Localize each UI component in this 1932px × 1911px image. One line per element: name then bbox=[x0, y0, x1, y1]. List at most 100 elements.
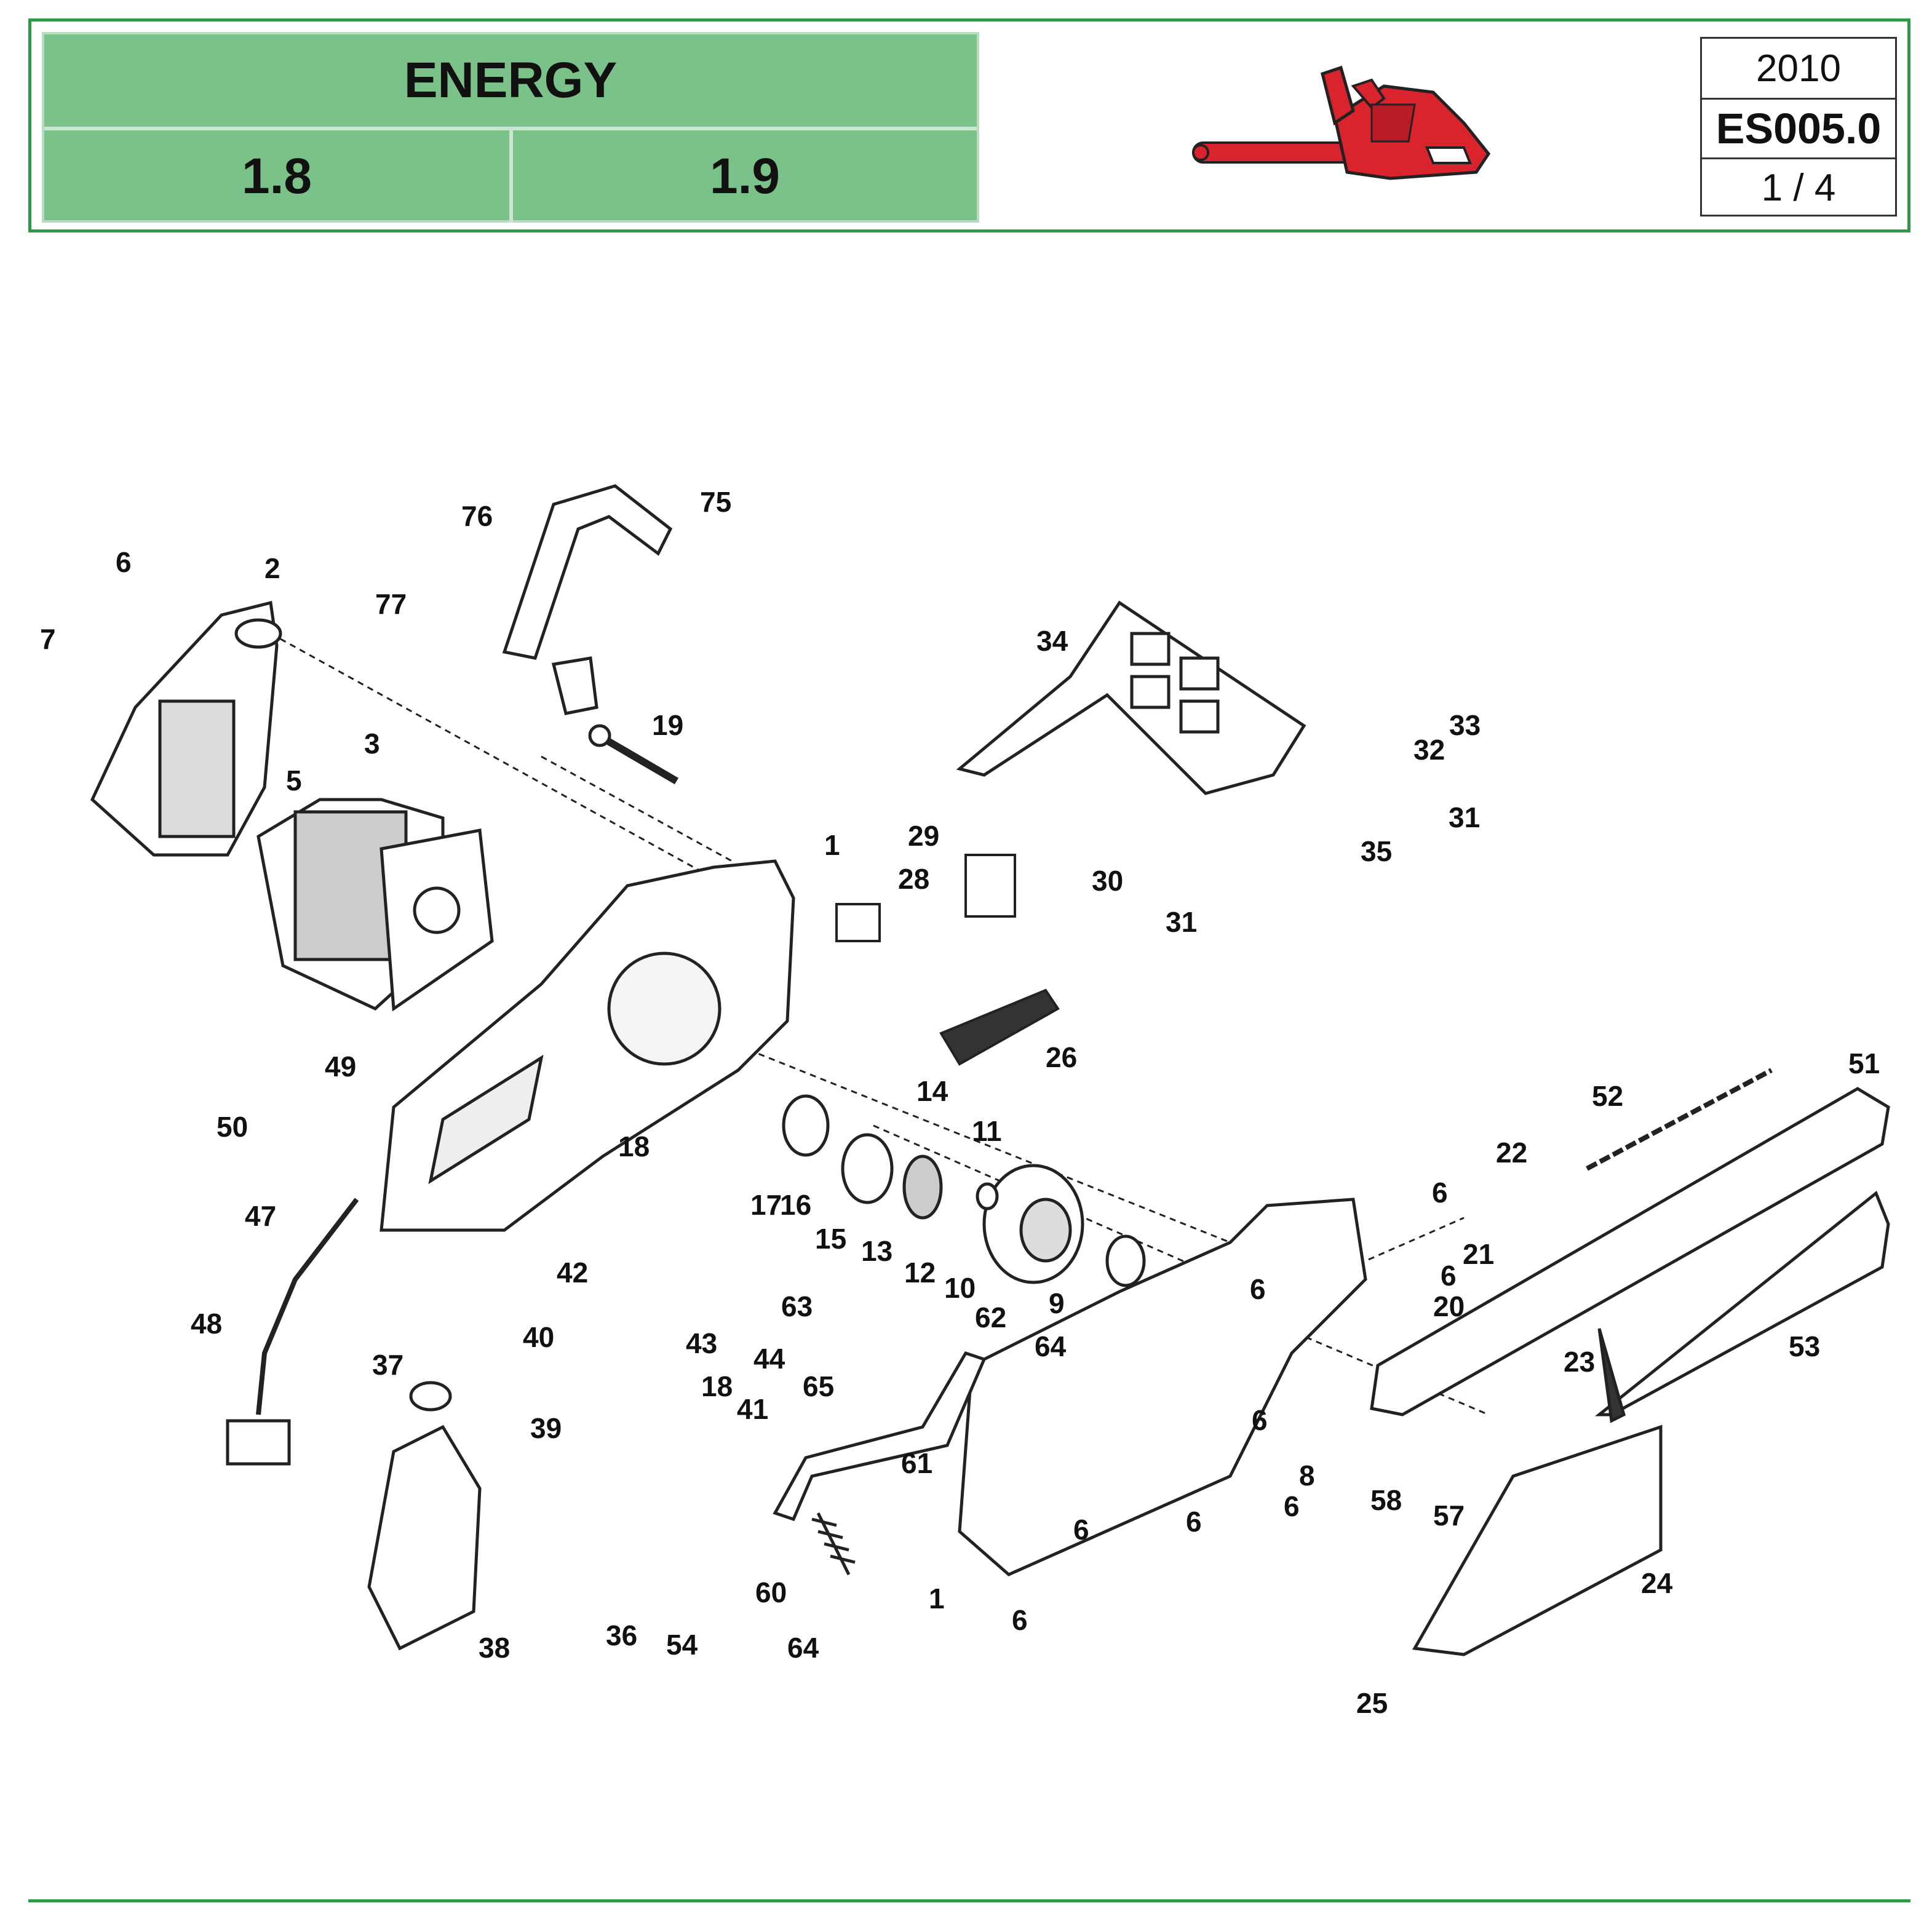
callout: 26 bbox=[1046, 1041, 1077, 1073]
callout: 17 bbox=[750, 1189, 782, 1221]
lock-lever bbox=[773, 1351, 987, 1522]
page-number: 1 / 4 bbox=[1761, 166, 1836, 209]
callout: 5 bbox=[286, 765, 302, 797]
callout: 64 bbox=[787, 1632, 819, 1664]
callout: 6 bbox=[1252, 1404, 1268, 1436]
callout: 15 bbox=[815, 1223, 846, 1255]
callout: 64 bbox=[1035, 1330, 1067, 1362]
callout: 44 bbox=[753, 1343, 785, 1375]
callout: 1 bbox=[929, 1583, 945, 1615]
model-variant-1: 1.8 bbox=[242, 148, 312, 204]
callout: 36 bbox=[606, 1619, 637, 1651]
callout: 2 bbox=[264, 552, 280, 584]
callout: 28 bbox=[898, 863, 929, 895]
callout: 35 bbox=[1361, 835, 1392, 867]
callout: 24 bbox=[1641, 1567, 1673, 1599]
callout: 6 bbox=[1250, 1273, 1266, 1305]
bar-cover bbox=[1594, 1190, 1890, 1423]
callout: 51 bbox=[1848, 1047, 1880, 1079]
callout: 32 bbox=[1413, 734, 1445, 766]
callout: 63 bbox=[781, 1290, 813, 1322]
model-variant-2: 1.9 bbox=[710, 148, 780, 204]
callout: 33 bbox=[1449, 709, 1481, 741]
callout: 58 bbox=[1370, 1484, 1402, 1516]
bolt bbox=[588, 724, 679, 785]
callout: 22 bbox=[1496, 1137, 1527, 1169]
callout: 6 bbox=[116, 546, 132, 578]
callout: 53 bbox=[1789, 1330, 1820, 1362]
callout: 13 bbox=[861, 1235, 892, 1267]
callout: 6 bbox=[1284, 1490, 1300, 1522]
divider bbox=[44, 127, 977, 130]
front-handle bbox=[502, 484, 673, 715]
callout: 6 bbox=[1432, 1177, 1448, 1209]
callout: 31 bbox=[1166, 906, 1197, 938]
year-label: 2010 bbox=[1756, 47, 1841, 90]
callout: 19 bbox=[652, 709, 683, 741]
callout: 39 bbox=[530, 1412, 562, 1444]
sprocket bbox=[782, 1094, 1146, 1287]
divider bbox=[1702, 98, 1895, 100]
callout: 10 bbox=[944, 1272, 976, 1304]
callout: 43 bbox=[686, 1327, 717, 1359]
callout: 65 bbox=[803, 1370, 834, 1402]
rear-cover bbox=[90, 600, 282, 857]
callout: 34 bbox=[1036, 625, 1068, 657]
callout-labels: 1 1 2 3 5 6 6 6 6 6 6 6 6 6 7 8 9 10 11 … bbox=[40, 486, 1880, 1719]
callout: 6 bbox=[1441, 1260, 1457, 1292]
callout: 1 bbox=[824, 829, 840, 861]
callout: 52 bbox=[1592, 1080, 1623, 1112]
saw-chain bbox=[1586, 1068, 1773, 1171]
divider bbox=[1702, 157, 1895, 159]
callout: 6 bbox=[1186, 1506, 1202, 1538]
callout: 16 bbox=[780, 1189, 811, 1221]
callout: 48 bbox=[191, 1308, 222, 1340]
callout: 41 bbox=[737, 1393, 768, 1425]
callout: 6 bbox=[1073, 1514, 1089, 1546]
callout: 76 bbox=[461, 500, 493, 532]
callout: 47 bbox=[245, 1200, 276, 1232]
callout: 38 bbox=[479, 1632, 510, 1664]
callout: 29 bbox=[908, 820, 939, 852]
main-body-lower bbox=[958, 1198, 1367, 1576]
callout: 21 bbox=[1463, 1238, 1494, 1270]
callout: 8 bbox=[1299, 1460, 1315, 1492]
divider bbox=[509, 130, 513, 223]
chainsaw-icon bbox=[1192, 65, 1491, 180]
callout: 50 bbox=[217, 1111, 248, 1143]
callout: 14 bbox=[916, 1075, 948, 1107]
callout: 12 bbox=[904, 1257, 936, 1289]
reference-box: 2010 ES005.0 1 / 4 bbox=[1700, 37, 1897, 217]
model-title: ENERGY bbox=[403, 52, 618, 108]
callout: 7 bbox=[40, 623, 56, 655]
main-body bbox=[380, 859, 795, 1232]
callout: 9 bbox=[1049, 1287, 1065, 1319]
switch bbox=[835, 854, 1016, 942]
power-cord bbox=[226, 1198, 359, 1466]
callout: 30 bbox=[1092, 865, 1123, 897]
chain-brake-lever bbox=[956, 600, 1306, 795]
spring bbox=[811, 1512, 856, 1576]
motor bbox=[256, 798, 494, 1012]
model-panel: ENERGY 1.8 1.9 bbox=[42, 32, 979, 223]
oil-tank bbox=[367, 1381, 482, 1651]
callout: 25 bbox=[1356, 1687, 1388, 1719]
callout: 60 bbox=[755, 1576, 787, 1608]
callout: 3 bbox=[364, 728, 380, 760]
callout: 62 bbox=[975, 1301, 1006, 1333]
callout: 75 bbox=[700, 486, 731, 518]
footer-rule bbox=[28, 1899, 1910, 1902]
guide-bar bbox=[1370, 1087, 1890, 1416]
document-code: ES005.0 bbox=[1715, 105, 1882, 153]
callout: 37 bbox=[372, 1349, 403, 1381]
callout: 23 bbox=[1564, 1346, 1595, 1378]
callout: 77 bbox=[375, 588, 407, 620]
callout: 18 bbox=[701, 1370, 733, 1402]
callout: 40 bbox=[523, 1321, 554, 1353]
callout: 57 bbox=[1433, 1500, 1465, 1532]
callout: 11 bbox=[972, 1115, 1002, 1147]
callout: 18 bbox=[618, 1130, 650, 1162]
callout: 31 bbox=[1449, 801, 1480, 833]
header-frame bbox=[28, 18, 1910, 232]
